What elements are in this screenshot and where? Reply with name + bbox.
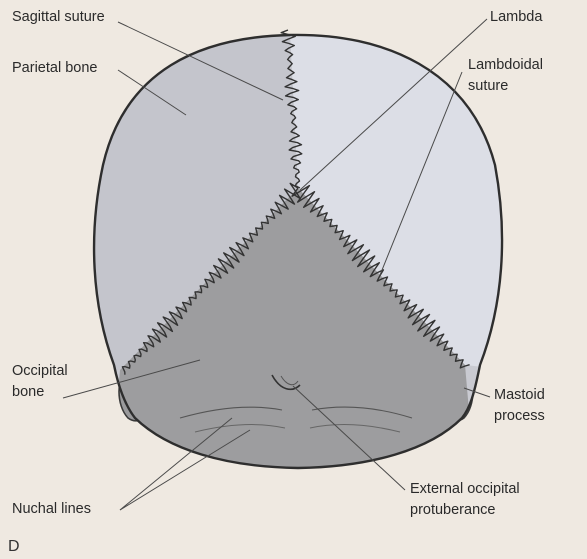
label-lambda: Lambda [490, 7, 542, 28]
label-nuchal-lines: Nuchal lines [12, 499, 91, 520]
label-occipital-bone: Occipital bone [12, 361, 68, 403]
label-lambdoidal-suture: Lambdoidal suture [468, 55, 543, 97]
label-external-occipital-protuberance: External occipital protuberance [410, 479, 520, 521]
label-mastoid-process: Mastoid process [494, 385, 545, 427]
label-sagittal-suture: Sagittal suture [12, 7, 105, 28]
panel-letter: D [8, 538, 20, 556]
label-parietal-bone: Parietal bone [12, 58, 97, 79]
